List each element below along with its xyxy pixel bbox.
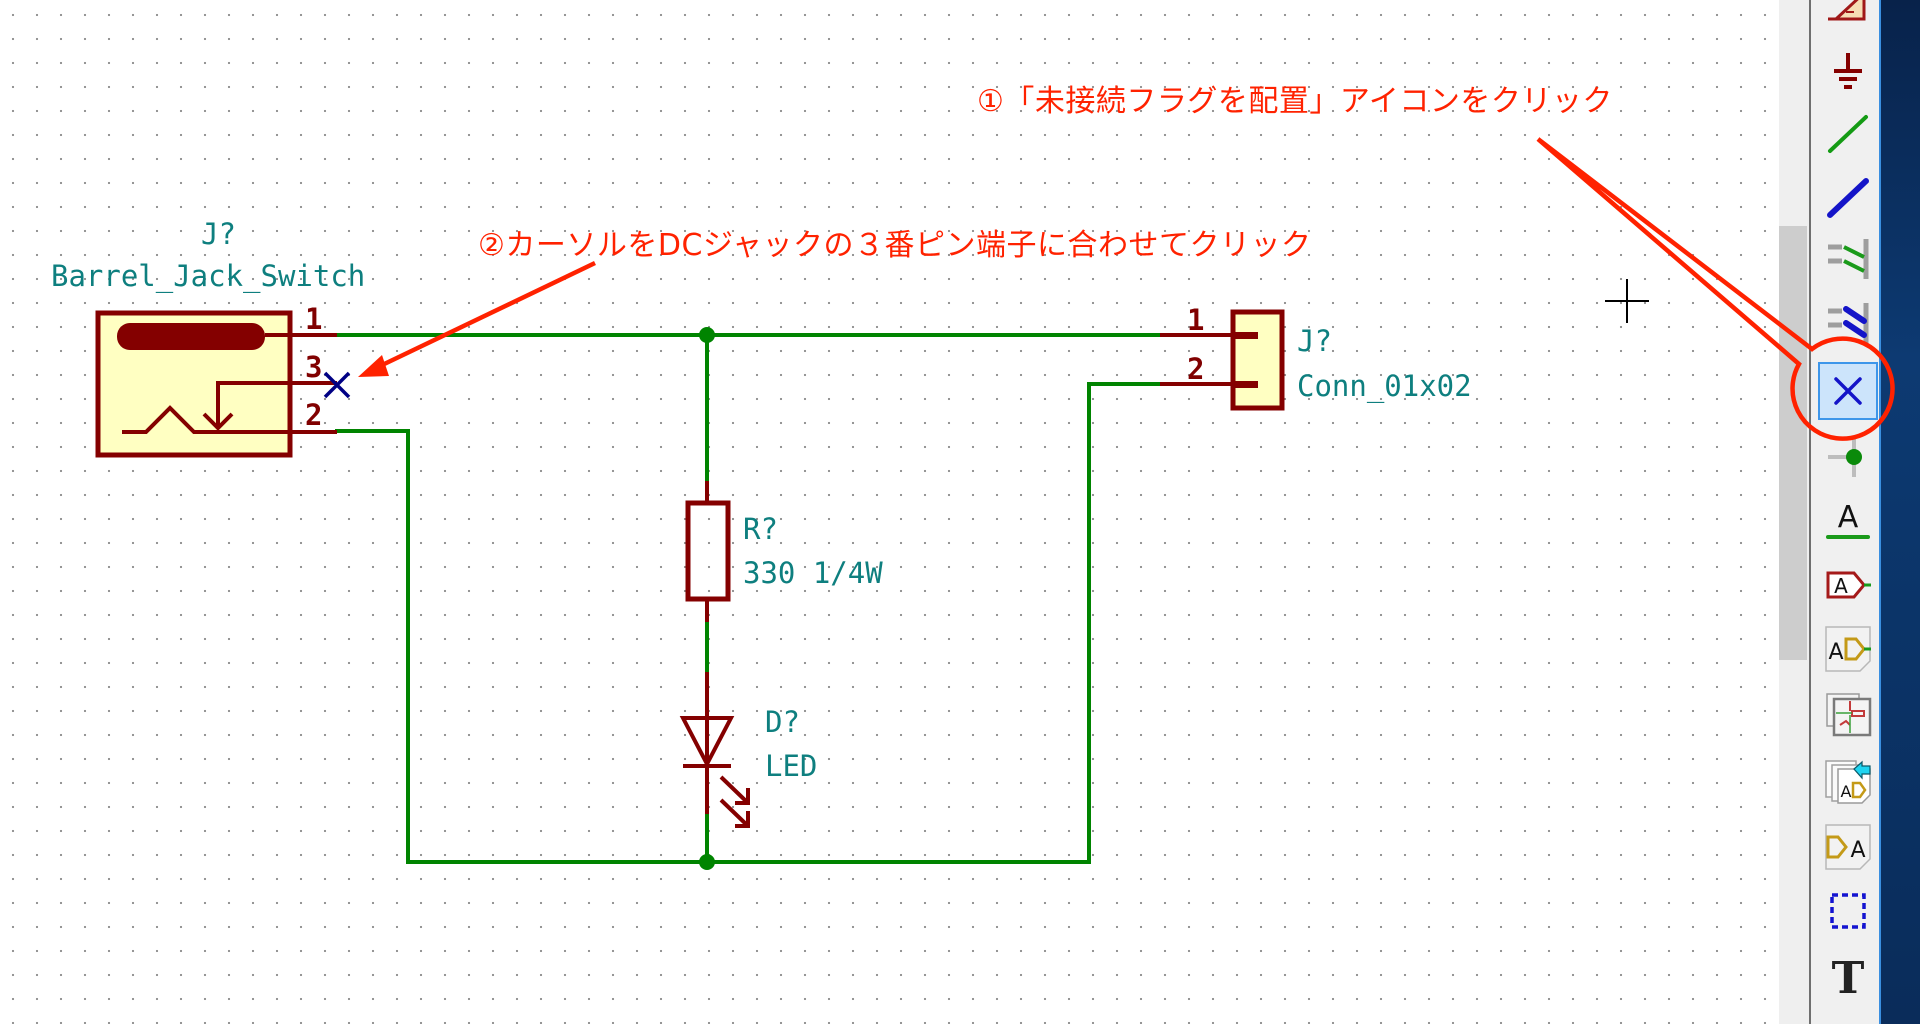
svg-text:A: A	[1834, 574, 1848, 598]
connector-reference[interactable]: J?	[1297, 324, 1332, 358]
annotation-step-1: ①「未接続フラグを配置」アイコンをクリック	[977, 84, 1613, 119]
led-emission-arrowhead-1	[735, 788, 750, 805]
tool-bus-bus-entry[interactable]	[1818, 294, 1878, 352]
no-connect-flag-icon	[1834, 377, 1862, 405]
net-label-icon: A	[1826, 500, 1870, 539]
pin-number-1: 1	[305, 302, 322, 336]
pin-number-2: 2	[305, 398, 322, 432]
conn-pin-number-2: 2	[1187, 352, 1204, 386]
bus-icon	[1827, 178, 1869, 218]
barrel-jack-pin-barrel	[117, 323, 265, 350]
svg-text:T: T	[1832, 953, 1865, 999]
tool-graphic-lines[interactable]	[1818, 882, 1878, 940]
conn-pin-number-1: 1	[1187, 303, 1204, 337]
tool-junction[interactable]	[1818, 428, 1878, 486]
import-sheet-pin-icon: A	[1825, 760, 1871, 804]
connector-symbol[interactable]: 1 2 J? Conn_01x02	[1160, 303, 1472, 411]
desktop-background	[1881, 0, 1920, 1024]
resistor-symbol[interactable]: R? 330 1/4W	[685, 481, 883, 622]
tool-no-connect-flag[interactable]	[1818, 362, 1878, 420]
power-ground-icon	[1834, 53, 1862, 89]
led-emission-arrow-1	[719, 775, 750, 805]
tool-hierarchical-sheet[interactable]	[1818, 686, 1878, 744]
led-emission-arrow-2	[719, 798, 750, 828]
resistor-reference[interactable]: R?	[743, 512, 778, 546]
junction-bottom[interactable]	[699, 854, 715, 870]
tool-net-label[interactable]: A	[1818, 490, 1878, 548]
pin-3-switch-line	[216, 381, 337, 428]
crosshair-cursor-icon	[1605, 279, 1649, 323]
barrel-jack-value[interactable]: Barrel_Jack_Switch	[51, 259, 365, 294]
no-connect-flag-icon[interactable]	[323, 371, 351, 399]
tool-wire[interactable]	[1818, 104, 1878, 162]
pin-number-3: 3	[305, 350, 322, 384]
text-icon: T	[1832, 953, 1865, 999]
tool-power-port[interactable]	[1818, 40, 1878, 98]
led-triangle	[679, 716, 735, 769]
junction-top[interactable]	[699, 327, 715, 343]
vertical-scrollbar[interactable]	[1779, 0, 1809, 1024]
tool-bus[interactable]	[1818, 168, 1878, 226]
tool-global-label[interactable]: A	[1818, 556, 1878, 614]
pin-3-arrowhead	[202, 412, 234, 431]
led-emission-arrowhead-2	[735, 811, 750, 828]
graphic-lines-icon	[1830, 893, 1866, 929]
svg-text:A: A	[1841, 782, 1852, 801]
right-toolbar: A A A A	[1809, 0, 1881, 1024]
tool-hierarchical-label[interactable]: A	[1818, 620, 1878, 678]
schematic-drawing: 1 3 2 J? Barrel_Jack_Switch 1 2 J? Conn_…	[51, 217, 1649, 870]
tool-sheet-pin[interactable]: A	[1818, 818, 1878, 876]
sheet-pin-icon: A	[1825, 824, 1871, 870]
pin-2-sleeve-line	[122, 405, 337, 434]
global-label-icon: A	[1826, 571, 1871, 599]
tool-wire-bus-entry[interactable]	[1818, 230, 1878, 288]
connector-value[interactable]: Conn_01x02	[1297, 369, 1472, 404]
bus-to-bus-entry-icon	[1828, 303, 1869, 343]
wire-left-bottom[interactable]	[335, 382, 1162, 864]
scrollbar-thumb[interactable]	[1779, 226, 1807, 660]
wire-icon	[1828, 115, 1868, 153]
wire-to-bus-entry-icon	[1828, 239, 1869, 279]
connector-body	[1230, 309, 1285, 411]
hierarchical-sheet-icon	[1826, 693, 1872, 737]
hierarchical-label-icon: A	[1825, 626, 1871, 672]
tool-text[interactable]: T	[1818, 946, 1878, 1004]
svg-text:A: A	[1828, 640, 1843, 665]
conn-pin-1-stub	[1233, 332, 1258, 339]
wires	[335, 333, 1162, 864]
tool-import-sheet-pin[interactable]: A	[1818, 752, 1878, 810]
schematic-canvas[interactable]: 1 3 2 J? Barrel_Jack_Switch 1 2 J? Conn_…	[0, 0, 1779, 1024]
svg-text:A: A	[1850, 838, 1865, 863]
led-symbol[interactable]: D? LED	[679, 672, 817, 828]
barrel-jack-reference[interactable]: J?	[201, 217, 236, 251]
led-value[interactable]: LED	[765, 749, 817, 783]
annotation-step-2: ②カーソルをDCジャックの３番ピン端子に合わせてクリック	[478, 228, 1312, 263]
barrel-jack-symbol[interactable]: 1 3 2 J? Barrel_Jack_Switch	[51, 217, 365, 458]
svg-text:A: A	[1838, 500, 1859, 535]
resistor-body	[685, 500, 731, 602]
add-symbol-icon	[1828, 0, 1866, 21]
tool-add-symbol[interactable]	[1818, 0, 1878, 32]
conn-pin-2-stub	[1233, 381, 1258, 388]
junction-icon	[1828, 437, 1862, 477]
led-reference[interactable]: D?	[765, 705, 800, 739]
resistor-value[interactable]: 330 1/4W	[743, 556, 883, 590]
